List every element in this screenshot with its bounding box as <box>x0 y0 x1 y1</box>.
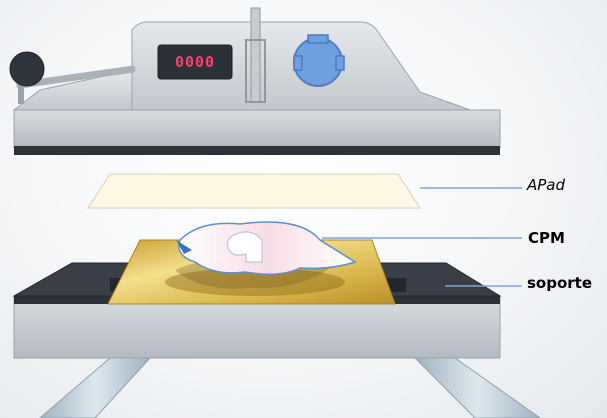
apad-sheet <box>88 174 420 208</box>
lower-press-base <box>14 296 500 358</box>
base-legs <box>40 358 540 418</box>
label-cpm: CPM <box>528 229 565 247</box>
label-soporte: soporte <box>527 274 592 292</box>
label-apad: APad <box>527 176 565 194</box>
cpm-object <box>176 222 355 274</box>
display-readout: 0000 <box>164 51 226 73</box>
